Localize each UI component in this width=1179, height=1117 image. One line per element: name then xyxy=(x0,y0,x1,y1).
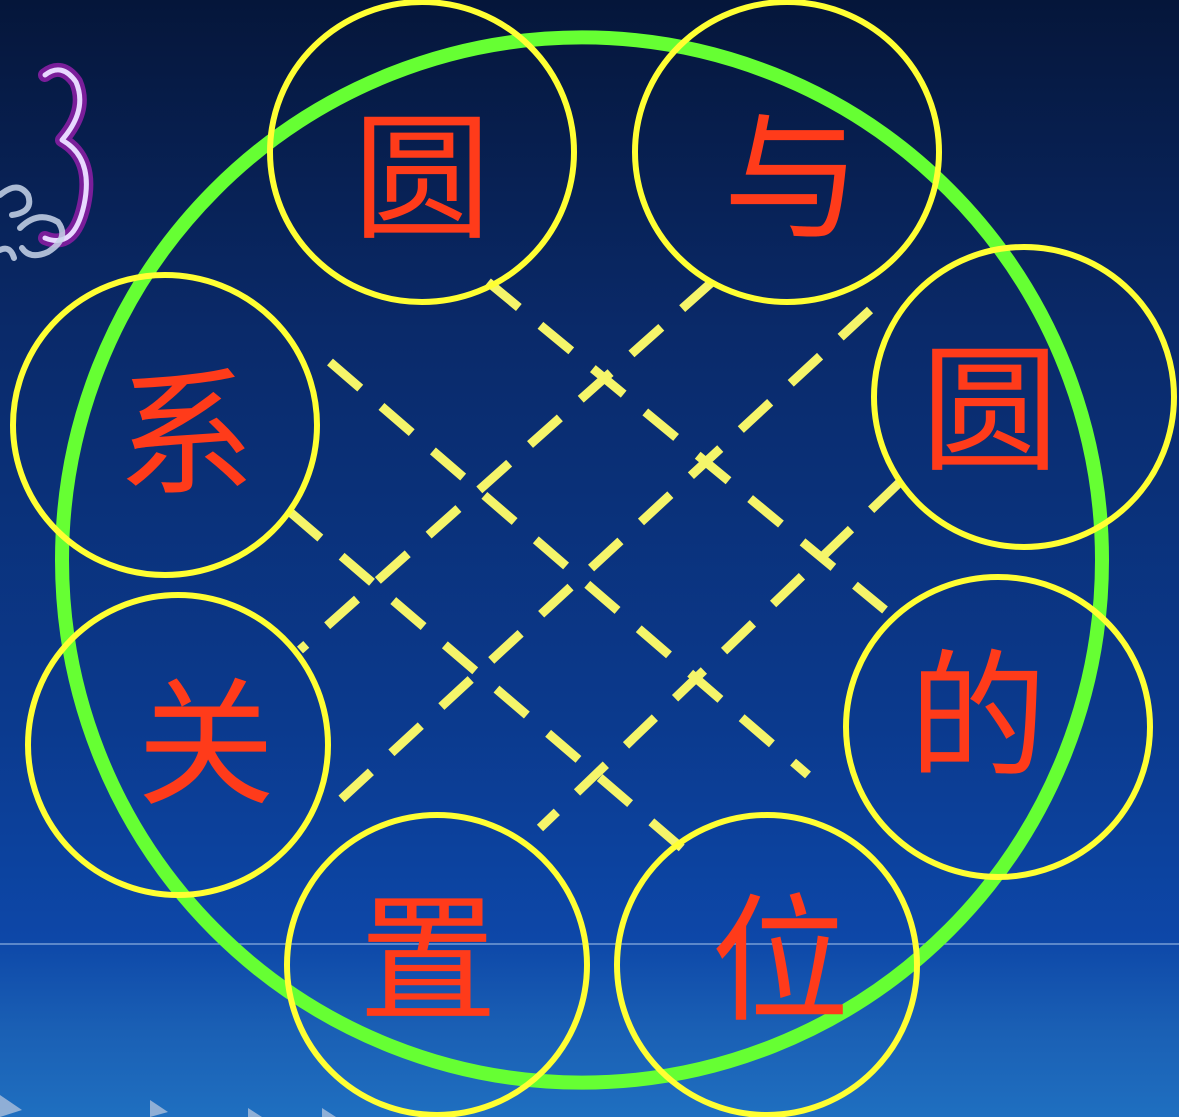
char-yu: 与 xyxy=(692,80,892,280)
char-guan: 关 xyxy=(106,646,306,846)
char-de: 的 xyxy=(878,618,1078,818)
char-yuan-1: 圆 xyxy=(322,80,522,280)
dashed-line-yuan-to-de xyxy=(488,282,885,610)
char-xi: 系 xyxy=(86,336,286,536)
dashed-line-xi-to-wei-lower xyxy=(290,512,690,855)
char-zhi: 置 xyxy=(328,862,528,1062)
small-circles xyxy=(13,2,1174,1115)
char-wei: 位 xyxy=(680,862,880,1062)
swirl-decoration xyxy=(0,188,62,259)
dashed-connectors xyxy=(290,282,900,855)
slide-number-glyph: 3 xyxy=(0,0,86,241)
nav-arrows xyxy=(0,1095,336,1117)
dashed-line-yuan2-to-zhi-lower xyxy=(540,482,900,828)
dashed-line-xi-to-wei xyxy=(330,362,808,775)
char-yuan-2: 圆 xyxy=(890,312,1090,512)
dashed-line-yu-to-guan xyxy=(300,282,712,650)
